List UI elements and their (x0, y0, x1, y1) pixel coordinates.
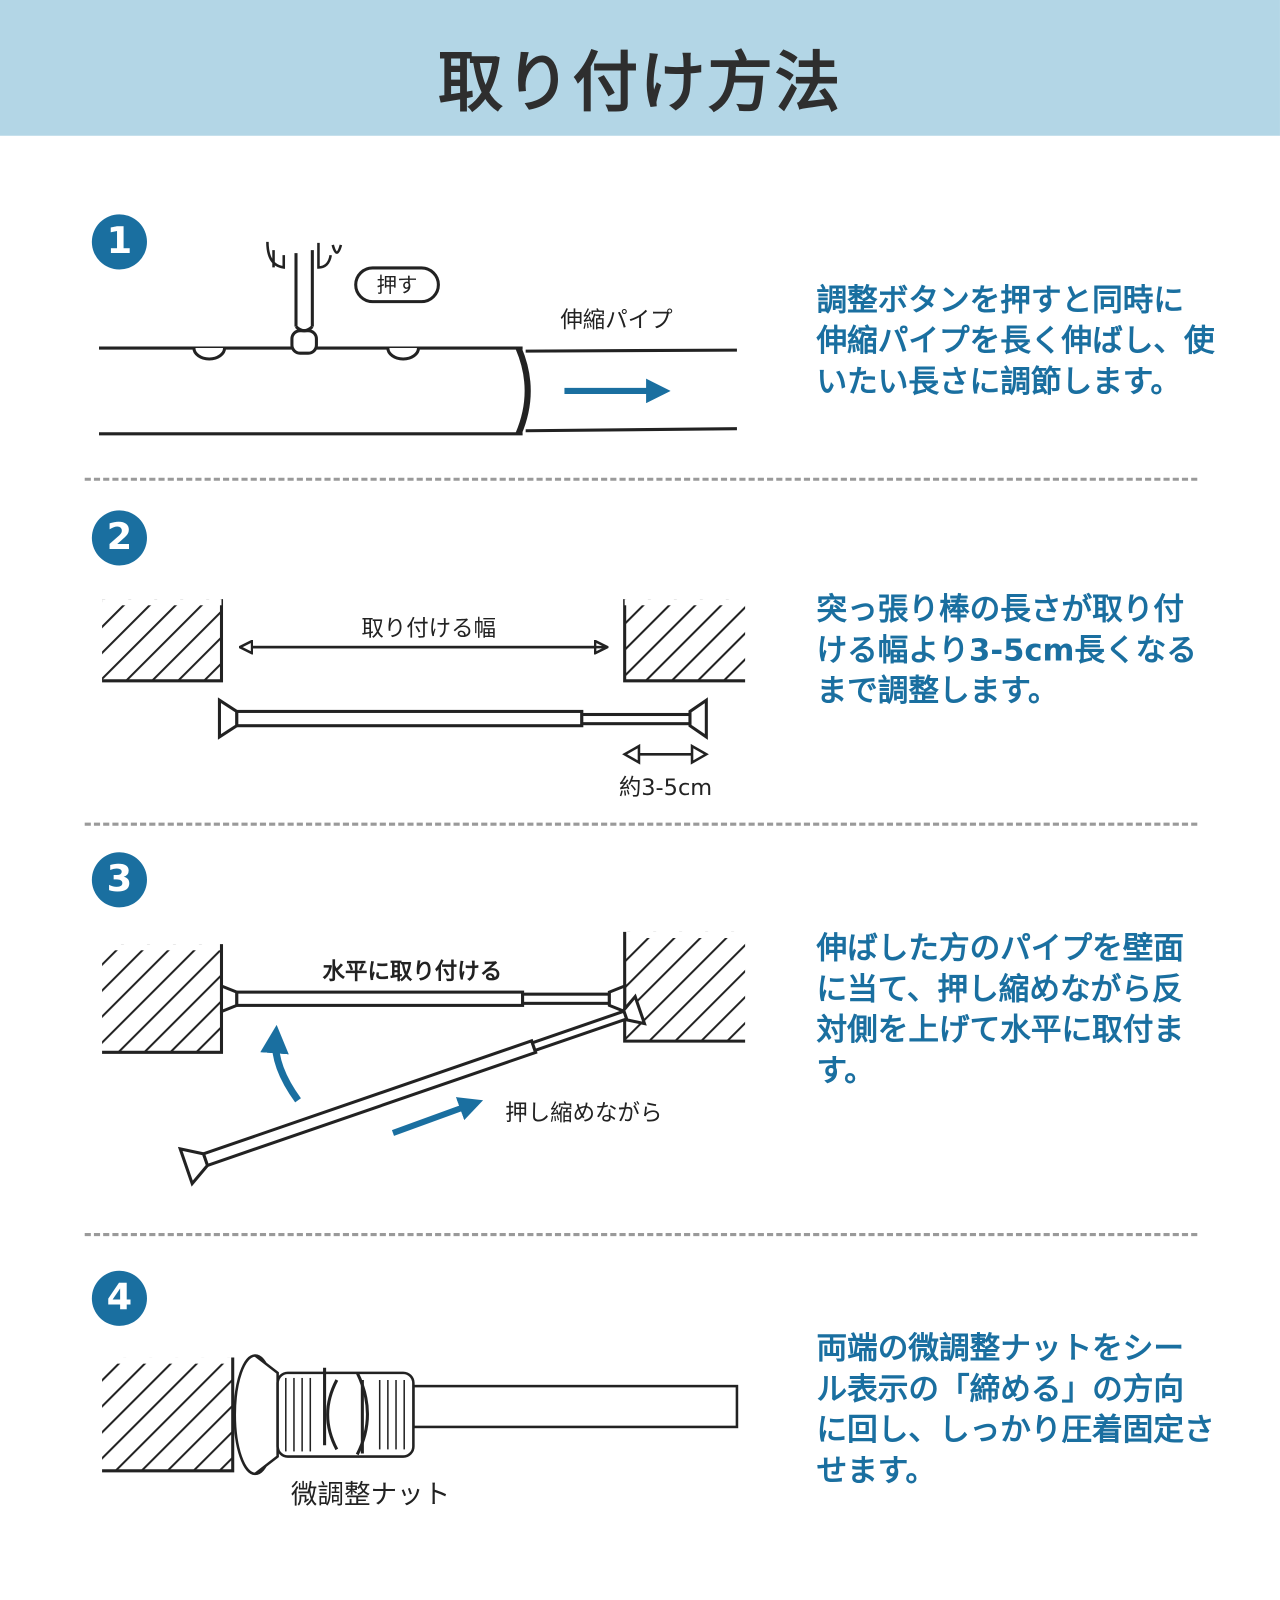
step3-rods (177, 983, 647, 1187)
divider (84, 1233, 1198, 1237)
press-label: 押す (354, 266, 440, 304)
extra-length-label: 約3-5cm (618, 775, 713, 802)
width-label: 取り付ける幅 (361, 616, 497, 643)
extra-length-arrow (622, 743, 709, 765)
step2-rod (217, 697, 708, 740)
push-arrow (391, 1097, 484, 1136)
page-title: 取り付け方法 (437, 45, 843, 122)
pipe-label: 伸縮パイプ (560, 308, 673, 334)
divider (84, 477, 1198, 481)
horizontal-label: 水平に取り付ける (322, 959, 503, 985)
step1-pipe-diagram (99, 241, 737, 436)
step-3-description: 伸ばした方のパイプを壁面 に当て、押し縮めながら反 対側を上げて水平に取付ま す… (816, 930, 1185, 1090)
step-2-badge: 2 (91, 510, 147, 566)
step-4-description: 両端の微調整ナットをシー ル表示の「締める」の方向 に回し、しっかり圧着固定さ … (816, 1330, 1215, 1490)
header-banner: 取り付け方法 (0, 0, 1280, 136)
step-1-description: 調整ボタンを押すと同時に 伸縮パイプを長く伸ばし、使 いたい長さに調節します。 (816, 282, 1215, 401)
step-4-badge: 4 (91, 1270, 147, 1326)
step-3-badge: 3 (91, 852, 147, 908)
lift-arrow (260, 1024, 301, 1103)
nut-label: 微調整ナット (290, 1480, 451, 1511)
step-1-badge: 1 (91, 214, 147, 270)
step2-walls (102, 599, 746, 683)
compress-label: 押し縮めながら (505, 1101, 663, 1127)
step-2-description: 突っ張り棒の長さが取り付 ける幅より3-5cm長くなる まで調整します。 (816, 592, 1197, 710)
divider (84, 822, 1198, 826)
step4-rod-with-nut (233, 1354, 739, 1476)
step4-wall (102, 1357, 235, 1473)
